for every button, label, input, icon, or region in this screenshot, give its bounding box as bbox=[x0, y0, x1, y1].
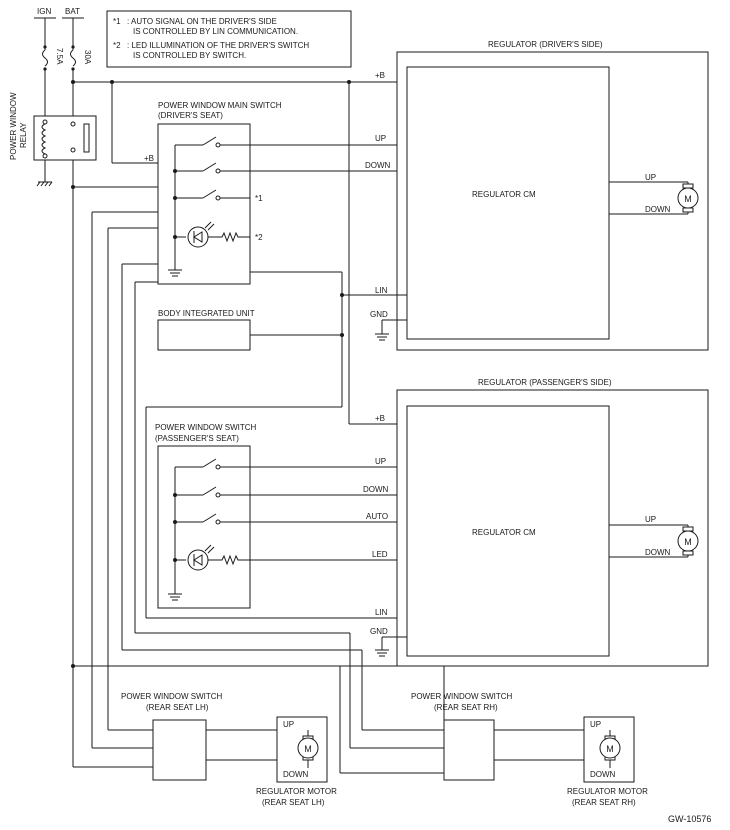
driver-regulator-title: REGULATOR (DRIVER'S SIDE) bbox=[488, 40, 603, 49]
rear-rh-motor-title-2: (REAR SEAT RH) bbox=[572, 798, 636, 807]
rear-rh-switch-title-1: POWER WINDOW SWITCH bbox=[411, 692, 513, 701]
passenger-switch-title-2: (PASSENGER'S SEAT) bbox=[155, 434, 239, 443]
passenger-motor-up: UP bbox=[645, 515, 656, 524]
driver-pin-lin: LIN bbox=[375, 286, 388, 295]
relay-label-1: POWER WINDOW bbox=[9, 92, 18, 160]
rear-rh-motor-icon bbox=[599, 737, 621, 759]
ign-label: IGN bbox=[37, 7, 51, 16]
note-2-line-2: IS CONTROLLED BY SWITCH. bbox=[133, 51, 246, 60]
rear-rh-switch-box bbox=[443, 719, 495, 781]
switch-down-icon bbox=[202, 162, 217, 172]
rear-rh-switch-title-2: (REAR SEAT RH) bbox=[434, 703, 498, 712]
passenger-switch-auto-icon bbox=[202, 513, 217, 523]
rear-lh-motor-title-1: REGULATOR MOTOR bbox=[256, 787, 337, 796]
passenger-pin-down: DOWN bbox=[363, 485, 389, 494]
passenger-motor-icon bbox=[677, 530, 699, 552]
ign-fuse-icon bbox=[42, 49, 48, 67]
driver-motor-symbol: M bbox=[684, 194, 692, 204]
passenger-pin-b: +B bbox=[375, 414, 385, 423]
main-switch-title-2: (DRIVER'S SEAT) bbox=[158, 111, 223, 120]
passenger-motor-symbol: M bbox=[684, 537, 692, 547]
rear-lh-down: DOWN bbox=[283, 770, 309, 779]
relay-coil-icon bbox=[41, 123, 47, 155]
driver-pin-down: DOWN bbox=[365, 161, 391, 170]
passenger-regulator-cm: REGULATOR CM bbox=[472, 528, 536, 537]
rear-control-wires bbox=[91, 211, 444, 774]
switch-auto-icon bbox=[202, 189, 217, 199]
passenger-motor-down: DOWN bbox=[645, 548, 671, 557]
passenger-pin-gnd: GND bbox=[370, 627, 388, 636]
relay-contact-icon bbox=[83, 123, 90, 153]
driver-motor-up: UP bbox=[645, 173, 656, 182]
passenger-pin-auto: AUTO bbox=[366, 512, 388, 521]
battery-bus bbox=[71, 80, 445, 768]
rear-lh-motor-icon bbox=[297, 737, 319, 759]
note-2-line-1: : LED ILLUMINATION OF THE DRIVER'S SWITC… bbox=[127, 41, 309, 50]
main-switch-mark-1: *1 bbox=[255, 194, 263, 203]
bat-label: BAT bbox=[65, 7, 80, 16]
passenger-resistor-icon bbox=[208, 554, 250, 566]
rear-lh-group: POWER WINDOW SWITCH (REAR SEAT LH) UP DO… bbox=[121, 692, 337, 807]
body-integrated-unit: BODY INTEGRATED UNIT bbox=[157, 309, 255, 351]
main-switch-plus-b: +B bbox=[144, 154, 154, 163]
passenger-switch: POWER WINDOW SWITCH (PASSENGER'S SEAT) bbox=[155, 423, 397, 609]
note-1-mark: *1 bbox=[113, 17, 121, 26]
note-1-line-2: IS CONTROLLED BY LIN COMMUNICATION. bbox=[133, 27, 298, 36]
passenger-switch-title-1: POWER WINDOW SWITCH bbox=[155, 423, 257, 432]
rear-lh-motor-title-2: (REAR SEAT LH) bbox=[262, 798, 325, 807]
figure-id: GW-10576 bbox=[668, 814, 711, 824]
driver-regulator-cm: REGULATOR CM bbox=[472, 190, 536, 199]
rear-lh-motor-symbol: M bbox=[304, 744, 312, 754]
passenger-switch-down-icon bbox=[202, 486, 217, 496]
bat-fuse-rating: 30A bbox=[83, 50, 92, 65]
power-supply: IGN BAT 7.5A 30A bbox=[34, 7, 92, 116]
driver-motor-icon bbox=[677, 187, 699, 209]
rear-rh-motor-title-1: REGULATOR MOTOR bbox=[567, 787, 648, 796]
driver-regulator: REGULATOR (DRIVER'S SIDE) REGULATOR CM +… bbox=[342, 40, 709, 351]
rear-lh-switch-title-2: (REAR SEAT LH) bbox=[146, 703, 209, 712]
notes-box: *1 : AUTO SIGNAL ON THE DRIVER'S SIDE IS… bbox=[106, 10, 352, 68]
driver-pin-gnd: GND bbox=[370, 310, 388, 319]
note-1-line-1: : AUTO SIGNAL ON THE DRIVER'S SIDE bbox=[127, 17, 277, 26]
passenger-regulator: REGULATOR (PASSENGER'S SIDE) REGULATOR C… bbox=[363, 378, 709, 667]
main-switch-title-1: POWER WINDOW MAIN SWITCH bbox=[158, 101, 282, 110]
rear-lh-up: UP bbox=[283, 720, 294, 729]
rear-rh-motor-symbol: M bbox=[606, 744, 614, 754]
rear-lh-switch-title-1: POWER WINDOW SWITCH bbox=[121, 692, 223, 701]
rear-lh-switch-box bbox=[152, 719, 207, 781]
resistor-icon bbox=[208, 231, 250, 243]
lin-bus bbox=[145, 272, 397, 619]
power-window-relay: POWER WINDOW RELAY bbox=[9, 92, 97, 767]
passenger-regulator-title: REGULATOR (PASSENGER'S SIDE) bbox=[478, 378, 612, 387]
driver-pin-b: +B bbox=[375, 71, 385, 80]
body-unit-title: BODY INTEGRATED UNIT bbox=[158, 309, 255, 318]
passenger-switch-up-icon bbox=[202, 458, 217, 468]
driver-pin-up: UP bbox=[375, 134, 386, 143]
rear-rh-group: POWER WINDOW SWITCH (REAR SEAT RH) UP DO… bbox=[411, 692, 648, 807]
ign-fuse-rating: 7.5A bbox=[55, 48, 64, 65]
passenger-pin-lin: LIN bbox=[375, 608, 388, 617]
passenger-pin-up: UP bbox=[375, 457, 386, 466]
passenger-pin-led: LED bbox=[372, 550, 388, 559]
note-2-mark: *2 bbox=[113, 41, 121, 50]
relay-label-2: RELAY bbox=[19, 122, 28, 148]
rear-rh-down: DOWN bbox=[590, 770, 616, 779]
rear-rh-up: UP bbox=[590, 720, 601, 729]
bat-fuse-icon bbox=[70, 49, 76, 67]
driver-main-switch: POWER WINDOW MAIN SWITCH (DRIVER'S SEAT)… bbox=[144, 101, 397, 285]
switch-up-icon bbox=[202, 136, 217, 146]
driver-motor-down: DOWN bbox=[645, 205, 671, 214]
main-switch-mark-2: *2 bbox=[255, 233, 263, 242]
